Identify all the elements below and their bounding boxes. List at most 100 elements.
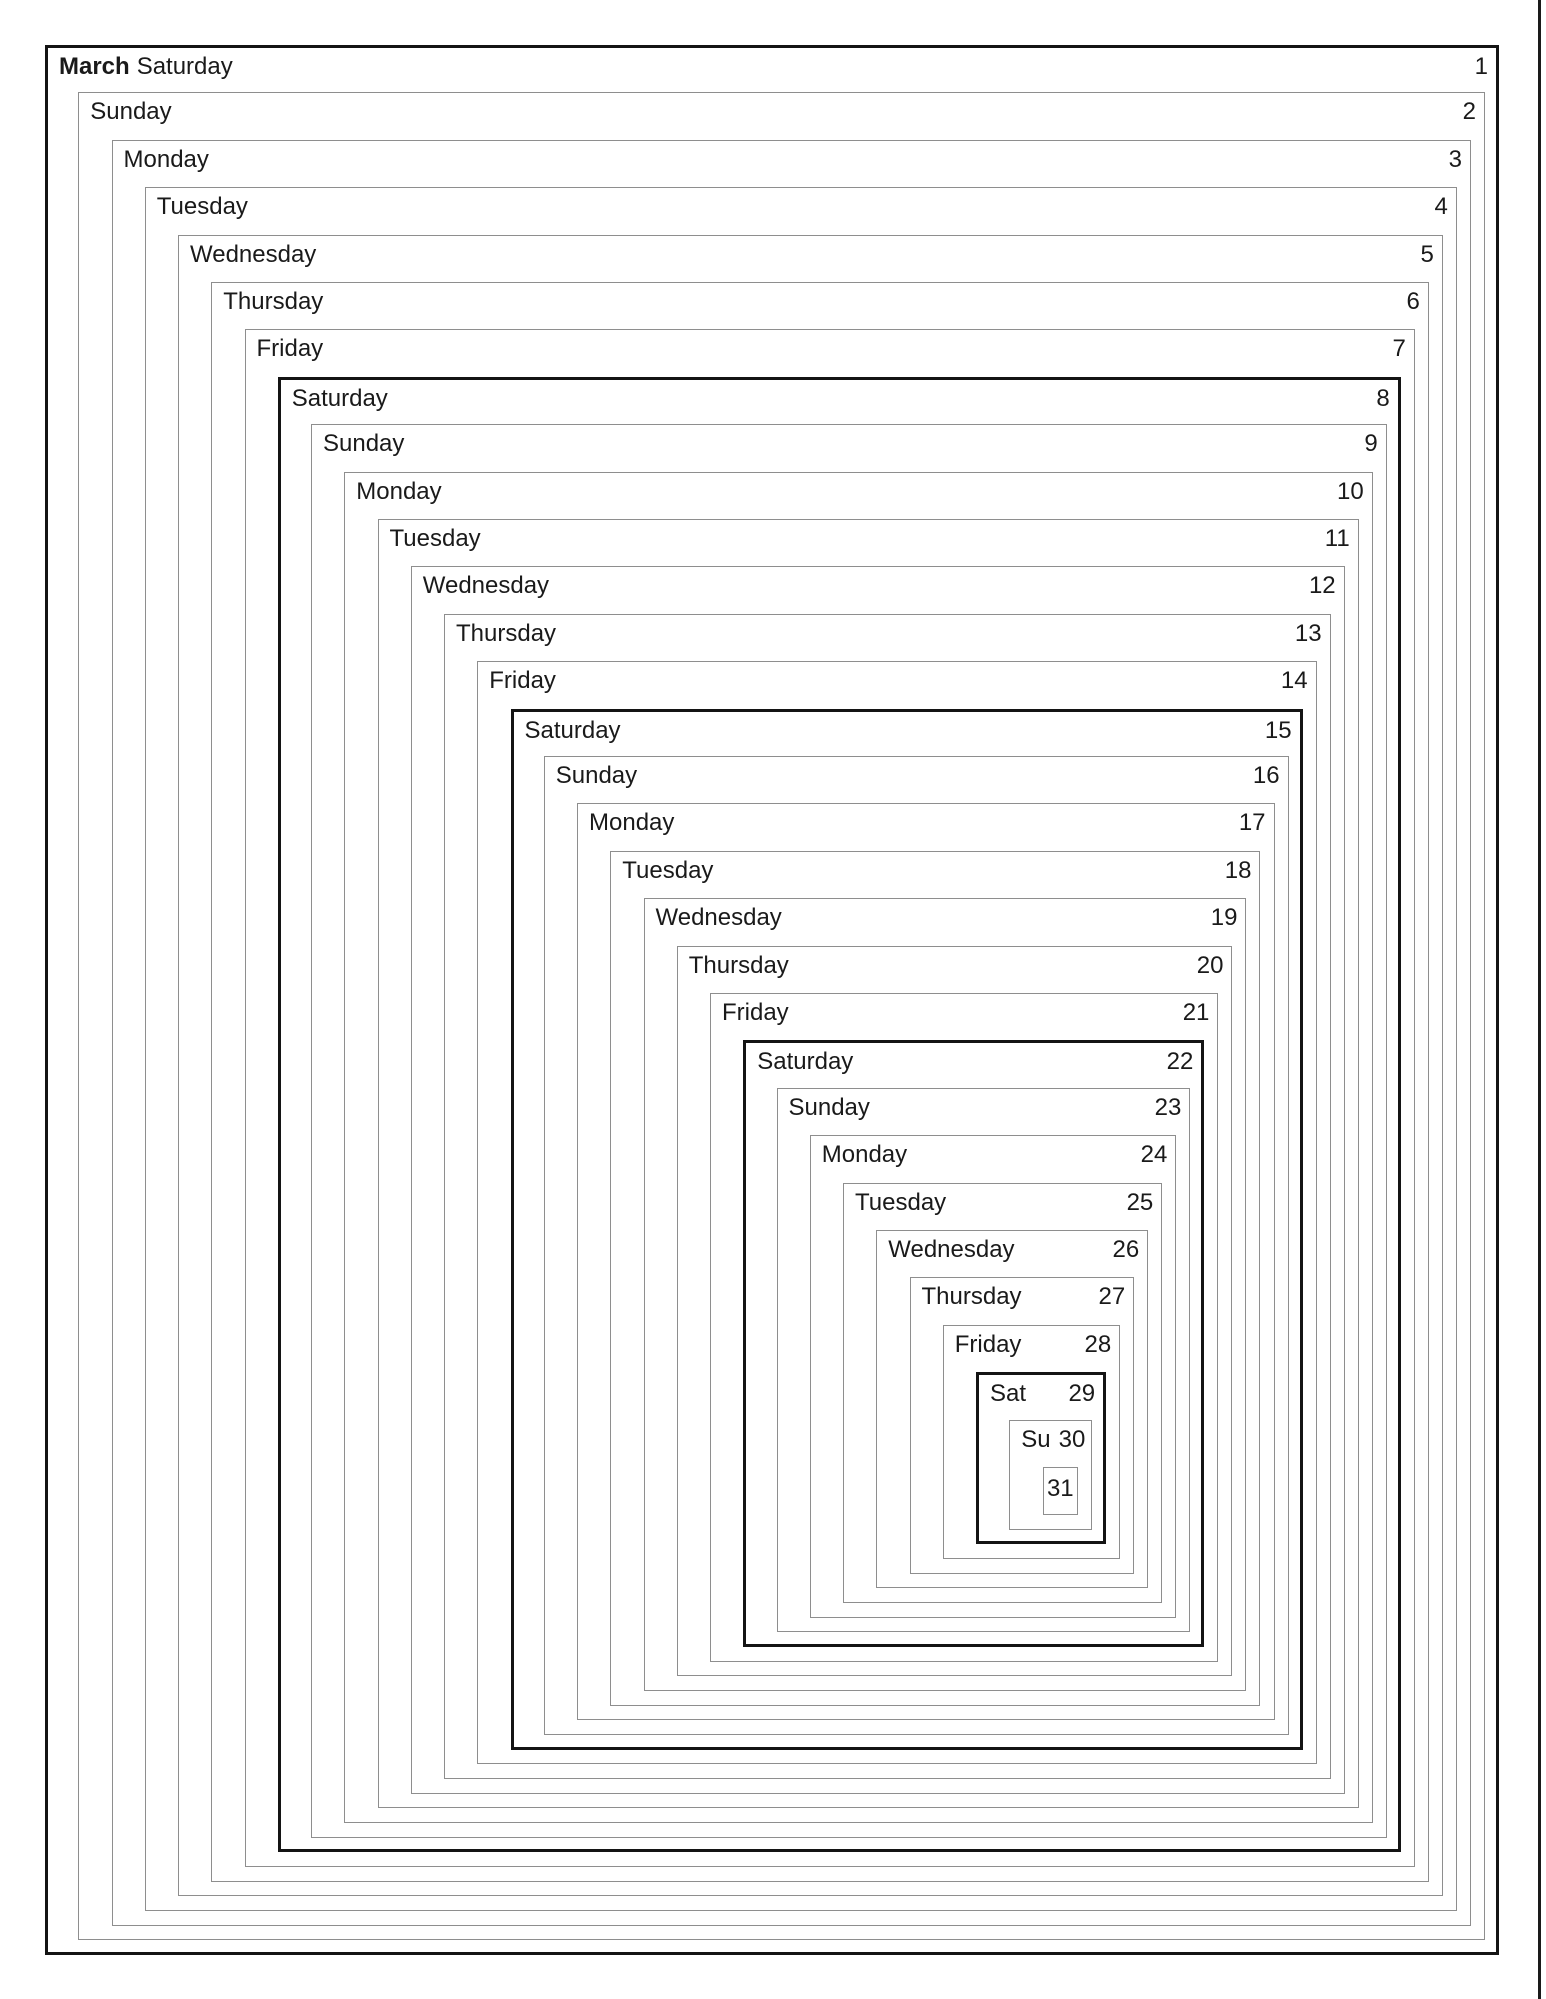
day-label: Monday	[821, 1141, 908, 1169]
day-header: Monday 24	[811, 1136, 1176, 1169]
day-number: 28	[1084, 1330, 1112, 1358]
day-number: 17	[1238, 809, 1266, 837]
day-label: Tuesday	[855, 1188, 947, 1216]
day-number: 24	[1140, 1141, 1168, 1169]
day-number: 26	[1112, 1236, 1140, 1263]
day-label: Friday	[256, 335, 324, 363]
day-box-5: Wednesday 5	[178, 234, 1443, 1897]
day-header: Thursday 20	[678, 947, 1232, 980]
day-label: Monday	[589, 809, 675, 837]
day-label: Tuesday	[622, 856, 714, 884]
month-label: March	[59, 53, 130, 80]
day-label: Saturday	[291, 384, 388, 412]
day-number: 16	[1252, 762, 1280, 789]
day-label: Sunday	[555, 762, 638, 789]
day-box-6: Thursday 6	[211, 282, 1429, 1882]
day-number: 20	[1196, 951, 1224, 979]
day-header: Sunday 16	[545, 757, 1288, 790]
day-header: Wednesday 26	[877, 1231, 1147, 1264]
day-number: 21	[1182, 999, 1210, 1026]
day-number: 30	[1058, 1425, 1086, 1453]
day-label: Sunday	[90, 98, 172, 126]
day-box-28: Friday 28	[942, 1324, 1121, 1559]
day-number: 8	[1376, 384, 1390, 412]
day-label: Saturday	[757, 1048, 854, 1076]
day-header: Tuesday 11	[379, 520, 1358, 553]
day-header: Tuesday 4	[146, 188, 1456, 221]
day-number: 4	[1434, 193, 1448, 221]
day-number: 13	[1294, 619, 1322, 647]
day-number: 29	[1068, 1380, 1096, 1408]
day-number: 19	[1210, 904, 1238, 932]
day-number: 1	[1474, 53, 1488, 80]
day-header: Thursday 6	[212, 283, 1428, 316]
day-label: Thursday	[921, 1283, 1022, 1311]
day-label: Tuesday	[389, 525, 481, 552]
day-label: Monday	[356, 477, 442, 505]
day-header: Friday 14	[478, 662, 1315, 695]
day-label: Wednesday	[422, 572, 550, 600]
day-box-26: Wednesday 26	[876, 1230, 1149, 1589]
weekday-label: Saturday	[136, 53, 233, 80]
day-header: Monday 17	[578, 804, 1274, 837]
day-number: 6	[1406, 288, 1420, 315]
day-box-24: Monday 24	[809, 1135, 1177, 1618]
day-box-16: Sunday 16	[543, 756, 1289, 1735]
day-number: 31	[1046, 1475, 1074, 1502]
day-box-22: Saturday 22	[743, 1040, 1205, 1647]
day-label: Tuesday	[156, 193, 248, 221]
day-header: Friday 28	[944, 1326, 1119, 1359]
day-box-14: Friday 14	[477, 661, 1317, 1765]
day-label: Thursday	[688, 951, 789, 979]
day-box-31: 31	[1042, 1467, 1079, 1515]
day-number: 15	[1264, 716, 1292, 744]
day-label: Friday	[954, 1330, 1022, 1358]
day-header: Saturday 22	[746, 1043, 1201, 1076]
day-number: 27	[1098, 1283, 1126, 1311]
day-label: Friday	[489, 667, 556, 695]
day-number: 14	[1280, 667, 1308, 695]
day-box-8: Saturday 8	[277, 376, 1401, 1853]
day-box-19: Wednesday 19	[643, 898, 1247, 1691]
day-box-11: Tuesday 11	[377, 519, 1359, 1809]
day-box-17: Monday 17	[577, 803, 1275, 1721]
day-label: Wednesday	[888, 1236, 1015, 1263]
day-box-20: Thursday 20	[676, 945, 1233, 1677]
right-edge-rule	[1538, 0, 1541, 1999]
day-number: 10	[1337, 477, 1364, 505]
day-header: Monday 10	[345, 473, 1371, 506]
day-number: 5	[1420, 240, 1434, 268]
day-header: Saturday 8	[281, 380, 1398, 413]
day-label: Wednesday	[655, 904, 782, 932]
day-box-18: Tuesday 18	[610, 850, 1261, 1706]
day-label: Sunday	[788, 1093, 870, 1121]
day-box-27: Thursday 27	[909, 1277, 1135, 1574]
day-number: 18	[1224, 856, 1252, 884]
day-label: Thursday	[223, 288, 324, 315]
day-box-10: Monday 10	[344, 471, 1373, 1823]
day-header: Tuesday 18	[611, 852, 1259, 885]
day-box-15: Saturday 15	[510, 708, 1303, 1750]
day-number: 11	[1324, 525, 1350, 552]
day-number: 22	[1166, 1048, 1194, 1076]
day-box-13: Thursday 13	[444, 613, 1331, 1779]
day-label: Sunday	[323, 430, 405, 458]
day-header: Wednesday 19	[645, 899, 1246, 932]
